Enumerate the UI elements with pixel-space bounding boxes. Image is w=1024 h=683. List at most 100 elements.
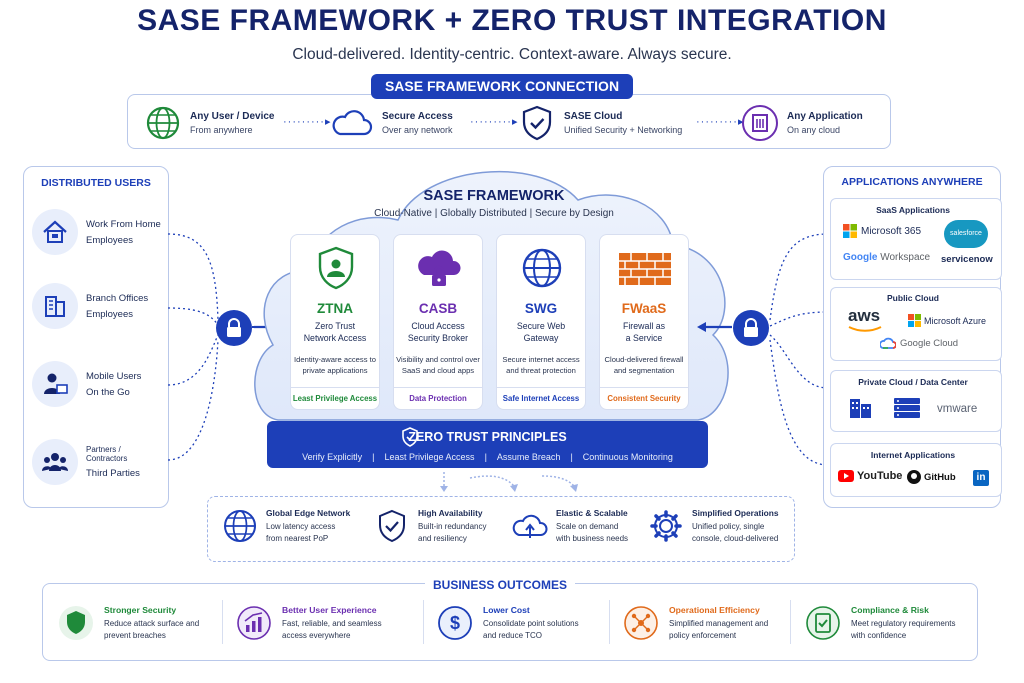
logo-google-cloud: Google Cloud [880, 337, 958, 349]
card-name: FWaaS [621, 301, 667, 316]
user-title: Partners / Contractors [86, 445, 128, 463]
feature-desc: with business needs [556, 533, 629, 543]
card-desc: Secure Web [516, 321, 566, 331]
card-detail: private applications [302, 366, 368, 375]
lock-icon [744, 318, 758, 337]
card-footer: Safe Internet Access [497, 387, 585, 409]
zero-trust-title: ZERO TRUST PRINCIPLES [408, 430, 567, 444]
firewall-icon [619, 253, 671, 285]
outcome-title: Lower Cost [483, 605, 530, 615]
feature-title: Global Edge Network [266, 508, 351, 518]
flow-arrow: ·········▸ [696, 116, 745, 128]
card-desc: Network Access [303, 333, 367, 343]
conn-title: Any User / Device [190, 111, 275, 122]
dollar-icon: $ [438, 606, 472, 640]
feature-desc: Unified policy, single [692, 522, 765, 531]
globe-icon [522, 248, 562, 288]
sase-title: SASE FRAMEWORK [423, 188, 565, 204]
svg-text:$: $ [450, 613, 460, 633]
connection-label: SASE FRAMEWORK CONNECTION [371, 74, 633, 99]
outcome-title: Better User Experience [282, 605, 377, 615]
user-sub: Employees [86, 308, 133, 320]
building-icon [742, 105, 778, 141]
card-desc: a Service [625, 333, 663, 343]
feature-desc: Built-in redundancy [418, 522, 487, 531]
logo-aws: aws [848, 306, 881, 325]
user-shield-icon [318, 246, 354, 290]
logo-youtube: YouTube [838, 470, 902, 482]
logo-text: Workspace [877, 252, 931, 263]
globe-icon [224, 510, 256, 542]
logo-text: GitHub [924, 471, 956, 483]
features-panel [207, 496, 795, 562]
separator: | [372, 452, 375, 462]
logo-vmware: vmware [937, 403, 978, 415]
logo-github: GitHub [907, 470, 956, 484]
user-title: Mobile Users [86, 370, 142, 382]
shield-icon [59, 606, 93, 640]
outcomes-title: BUSINESS OUTCOMES [425, 578, 575, 592]
outcome-desc: prevent breaches [104, 631, 166, 640]
network-icon [624, 606, 658, 640]
principle: Verify Explicitly [302, 452, 363, 462]
feature-desc: Low latency access [266, 522, 336, 531]
server-rack-icon [894, 398, 920, 418]
users-title: DISTRIBUTED USERS [41, 177, 151, 189]
youtube-play-icon [838, 470, 854, 482]
compliance-icon [806, 606, 840, 640]
logo-text: Microsoft 365 [861, 225, 922, 237]
outcome-title: Operational Efficiency [669, 605, 760, 615]
user-sub: On the Go [86, 386, 130, 398]
separator: | [484, 452, 487, 462]
card-detail: Secure internet access [502, 355, 580, 364]
logo-text: Google [843, 252, 878, 263]
logo-servicenow: servicenow [941, 254, 993, 265]
left-lock [216, 310, 252, 346]
apps-title: APPLICATIONS ANYWHERE [841, 176, 983, 188]
conn-sub: Over any network [382, 125, 453, 135]
datacenter-building-icon [850, 399, 871, 418]
card-detail: SaaS and cloud apps [401, 366, 475, 375]
shield-check-icon [522, 105, 552, 141]
divider [423, 600, 424, 644]
divider [790, 600, 791, 644]
zero-trust-principles: Verify Explicitly | Least Privilege Access… [267, 452, 708, 462]
card-desc: Zero Trust [314, 321, 356, 331]
principle: Continuous Monitoring [582, 452, 673, 462]
logo-microsoft-365: Microsoft 365 [843, 224, 921, 238]
aws-smile-icon [848, 326, 882, 332]
card-detail: Cloud-delivered firewall [604, 355, 684, 364]
cloud-lock-icon [418, 250, 461, 286]
outcome-desc: Reduce attack surface and [104, 619, 200, 628]
feature-title: Simplified Operations [692, 508, 779, 518]
logo-text: Microsoft Azure [924, 315, 987, 326]
microsoft-logo-icon [908, 314, 921, 327]
feature-desc: Scale on demand [556, 522, 619, 531]
card-name: ZTNA [317, 301, 353, 316]
outcome-desc: Fast, reliable, and seamless [282, 619, 382, 628]
outcome-title: Stronger Security [104, 605, 177, 615]
card-detail: Identity-aware access to [294, 355, 376, 364]
feature-title: Elastic & Scalable [556, 508, 628, 518]
card-detail: and segmentation [613, 366, 675, 375]
outcome-desc: Simplified management and [669, 619, 769, 628]
user-title: Work From Home [86, 218, 161, 230]
principle: Least Privilege Access [384, 452, 475, 462]
app-group-title: Public Cloud [887, 293, 939, 303]
separator: | [570, 452, 573, 462]
card-desc: Firewall as [622, 321, 666, 331]
down-arrows [440, 472, 578, 492]
lock-icon [227, 318, 241, 337]
card-footer: Data Protection [394, 387, 482, 409]
microsoft-logo-icon [843, 224, 857, 238]
home-icon [43, 220, 67, 243]
outcome-desc: with confidence [851, 631, 907, 640]
shield-check-icon [402, 427, 418, 447]
outcome-desc: access everywhere [282, 631, 351, 640]
user-sub: Third Parties [86, 468, 140, 479]
